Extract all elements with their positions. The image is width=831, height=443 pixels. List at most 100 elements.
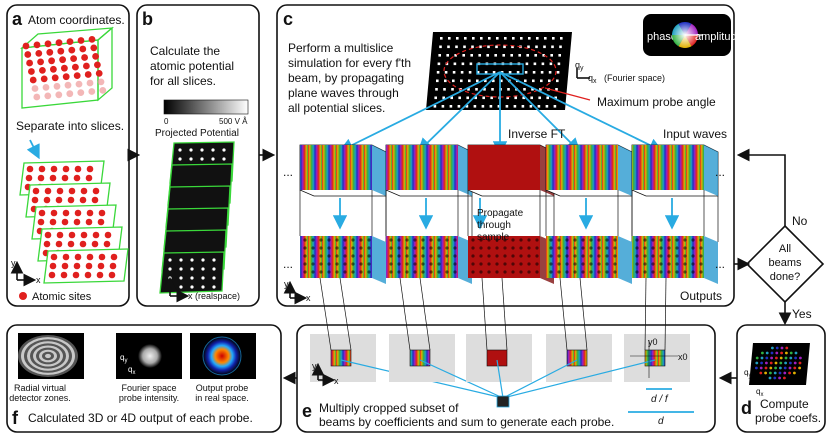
coef-dot bbox=[774, 361, 778, 365]
outputs-label: Outputs bbox=[680, 289, 722, 303]
crop-connector bbox=[559, 277, 568, 351]
output-dot bbox=[527, 262, 531, 266]
fourier-beam bbox=[434, 96, 437, 100]
potential-peak bbox=[212, 258, 216, 262]
sum-line bbox=[502, 359, 656, 399]
decision-3: done? bbox=[770, 271, 801, 283]
slice-atom bbox=[68, 231, 76, 239]
fourier-beam bbox=[558, 54, 561, 57]
output-dot bbox=[635, 238, 639, 242]
detector-ring bbox=[45, 353, 51, 359]
potential-peak bbox=[212, 267, 216, 271]
output-dot bbox=[519, 238, 523, 242]
fourier-beam bbox=[504, 37, 507, 40]
coef-dot bbox=[759, 366, 763, 370]
slice-atom bbox=[43, 240, 51, 248]
fourier-beam bbox=[446, 54, 449, 57]
atom bbox=[55, 39, 63, 47]
potential-peak bbox=[190, 285, 194, 289]
output-dot bbox=[359, 246, 363, 250]
output-dot bbox=[495, 238, 499, 242]
fourier-beam bbox=[540, 79, 543, 83]
output-dot bbox=[327, 238, 331, 242]
fourier-beam bbox=[475, 88, 478, 91]
slice-atom bbox=[80, 231, 88, 239]
output-dot bbox=[327, 254, 331, 258]
output-dot bbox=[635, 270, 639, 274]
panel-e-text-1: Multiply cropped subset of bbox=[319, 401, 459, 415]
panel-b-letter: b bbox=[142, 9, 153, 29]
output-dot bbox=[351, 262, 355, 266]
fourier-beam bbox=[442, 96, 445, 100]
output-dot bbox=[565, 262, 569, 266]
output-dot bbox=[405, 246, 409, 250]
panel-d-text-2: probe coefs. bbox=[755, 411, 821, 425]
output-dot bbox=[437, 246, 441, 250]
output-dot bbox=[503, 238, 507, 242]
slice-atom bbox=[85, 218, 93, 226]
output-dot bbox=[359, 262, 363, 266]
atom bbox=[29, 76, 37, 84]
fourier-beam bbox=[555, 88, 558, 91]
fourier-beam bbox=[537, 105, 541, 108]
fourier-qy: qy bbox=[575, 60, 584, 72]
output-dot bbox=[359, 254, 363, 258]
coef-dot bbox=[785, 351, 788, 355]
fourier-beam bbox=[512, 37, 515, 40]
slice-atom bbox=[86, 209, 94, 217]
output-dot bbox=[453, 262, 457, 266]
atom bbox=[79, 45, 87, 53]
output-dot bbox=[683, 238, 687, 242]
panel-a-title: Atom coordinates. bbox=[28, 13, 125, 27]
fourier-beam bbox=[453, 62, 457, 66]
output-dot bbox=[437, 262, 441, 266]
sum-line bbox=[419, 359, 504, 399]
fourier-beam bbox=[554, 96, 557, 100]
d-over-f-label: d / f bbox=[651, 394, 669, 405]
output-dot bbox=[667, 246, 671, 250]
output-dot bbox=[421, 246, 425, 250]
output-dot bbox=[471, 238, 475, 242]
output-dot bbox=[303, 254, 307, 258]
coef-dot bbox=[785, 346, 789, 350]
wave-columns bbox=[299, 144, 719, 284]
fourier-beam bbox=[476, 79, 479, 83]
sum-line bbox=[502, 359, 578, 399]
slice-atom bbox=[91, 240, 99, 248]
output-dot bbox=[699, 262, 703, 266]
output-dot bbox=[683, 254, 687, 258]
fourier-beam bbox=[439, 45, 442, 49]
output-dot bbox=[589, 238, 593, 242]
output-dot bbox=[535, 262, 539, 266]
panel-a-legend: Atomic sites bbox=[32, 291, 92, 303]
input-waves-label: Input waves bbox=[663, 127, 727, 141]
fourier-beam bbox=[544, 37, 547, 40]
atom bbox=[97, 78, 105, 86]
slice-atom bbox=[91, 196, 99, 204]
slice-atom bbox=[48, 271, 56, 279]
output-dot bbox=[503, 254, 507, 258]
coef-dot bbox=[768, 376, 772, 380]
coef-dot bbox=[783, 366, 787, 370]
cropped-wave bbox=[644, 349, 666, 367]
fourier-beam bbox=[463, 45, 466, 49]
output-dot bbox=[691, 238, 695, 242]
decision-2: beams bbox=[768, 257, 802, 269]
fourier-beam bbox=[540, 71, 544, 74]
output-dot bbox=[565, 254, 569, 258]
beam-arrow bbox=[338, 71, 501, 152]
fourier-beam bbox=[541, 62, 545, 66]
slice-atom bbox=[43, 196, 51, 204]
coef-dot bbox=[770, 351, 774, 355]
output-dot bbox=[487, 246, 491, 250]
beam-arrows bbox=[338, 71, 664, 156]
fourier-beam bbox=[552, 37, 555, 40]
crop-connector bbox=[579, 277, 588, 351]
coef-dot bbox=[798, 366, 801, 370]
dots-right-top: ... bbox=[715, 165, 725, 179]
output-dot bbox=[535, 254, 539, 258]
atom bbox=[95, 70, 103, 77]
output-dot bbox=[651, 254, 655, 258]
output-dot bbox=[437, 254, 441, 258]
potential-peak bbox=[201, 276, 205, 280]
